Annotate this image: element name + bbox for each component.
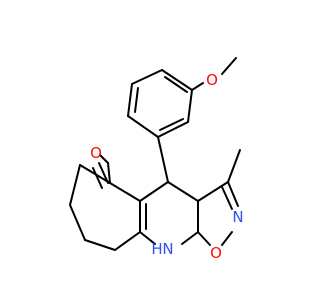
bond	[191, 82, 204, 91]
bond	[221, 57, 237, 75]
bond	[99, 154, 109, 164]
bond	[98, 162, 109, 184]
bond	[127, 83, 133, 117]
atom-label: N	[232, 208, 243, 226]
atom-label: N	[162, 240, 173, 258]
bond	[159, 118, 184, 131]
bond	[157, 121, 189, 138]
bond	[134, 87, 139, 113]
bond	[84, 239, 116, 251]
bond	[197, 231, 211, 246]
bond	[197, 181, 229, 202]
bond	[181, 231, 199, 245]
atom-label: H	[151, 240, 162, 258]
bond	[109, 182, 141, 202]
bond	[227, 181, 239, 207]
bond	[227, 149, 241, 183]
bond	[139, 181, 169, 202]
bond	[131, 69, 163, 85]
bond	[164, 76, 188, 93]
bond	[92, 167, 103, 189]
bond	[221, 231, 233, 246]
bond	[157, 136, 169, 183]
atom-label: O	[210, 244, 222, 262]
bond	[221, 186, 233, 210]
bond	[107, 162, 111, 184]
bond	[187, 89, 193, 123]
bond	[114, 231, 141, 251]
bond	[69, 164, 81, 206]
bond	[139, 231, 156, 245]
atom-label: O	[90, 144, 102, 162]
atom-label: O	[206, 71, 218, 89]
structure-drawing: O O N O N H	[69, 57, 244, 262]
bond	[69, 204, 86, 241]
bond	[127, 115, 159, 138]
bond	[167, 181, 199, 202]
bond	[161, 69, 193, 91]
molecule-diagram: O O N O N H	[69, 57, 244, 262]
